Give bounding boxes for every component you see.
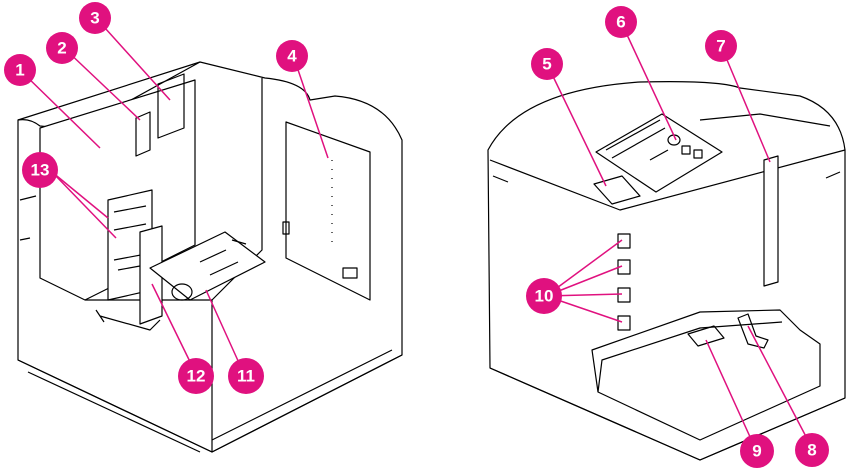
callout-1: 1 [4, 54, 36, 86]
callout-8: 8 [795, 433, 829, 467]
callout-11-label: 11 [237, 367, 255, 386]
callout-13-label: 13 [31, 161, 50, 180]
callout-5: 5 [531, 48, 563, 80]
callout-2-label: 2 [57, 39, 66, 58]
callout-12-label: 12 [187, 367, 206, 386]
callout-3: 3 [79, 2, 111, 34]
callout-3-label: 3 [90, 9, 99, 28]
right-side-board-7 [764, 156, 778, 286]
callout-9: 9 [740, 434, 774, 468]
callout-2: 2 [46, 32, 78, 64]
callout-13: 13 [22, 152, 58, 188]
left-printer-view [18, 62, 402, 452]
callout-10: 10 [526, 278, 562, 314]
callout-6-label: 6 [616, 13, 625, 32]
callout-1-label: 1 [15, 61, 24, 80]
callout-6: 6 [605, 6, 637, 38]
callout-10-label: 10 [535, 287, 554, 306]
callout-8-label: 8 [807, 441, 816, 460]
callout-7-label: 7 [716, 37, 725, 56]
callout-11: 11 [228, 358, 264, 394]
callout-4: 4 [276, 40, 308, 72]
callout-4-label: 4 [287, 47, 297, 66]
callout-12: 12 [178, 358, 214, 394]
callout-5-label: 5 [542, 55, 551, 74]
right-printer-view [488, 82, 845, 460]
callout-7: 7 [705, 30, 737, 62]
callout-9-label: 9 [752, 442, 761, 461]
